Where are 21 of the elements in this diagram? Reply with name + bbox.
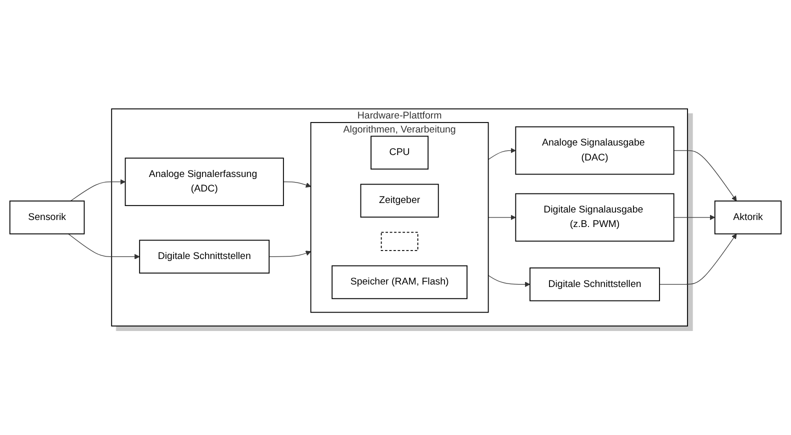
arrow [268,250,312,258]
node-box: Digitale Signalausgabe (z.B. PWM) [515,193,674,242]
node-box: Aktorik [714,200,782,234]
node-box: CPU [370,136,429,170]
arrow [488,148,516,160]
arrow [488,275,530,288]
arrow [283,182,312,188]
arrow [659,234,737,285]
node-box: Analoge Signalausgabe (DAC) [515,126,674,175]
arrow [68,234,140,260]
node-box: Analoge Signalerfassung (ADC) [124,158,284,206]
node-box: Speicher (RAM, Flash) [332,265,468,300]
arrow [674,214,716,220]
node-box: Sensorik [9,200,85,234]
node-box: Digitale Schnittstellen [530,268,660,302]
arrow [488,214,516,220]
node-box [380,232,418,252]
node-box: Zeitgeber [360,184,439,218]
arrow [674,150,737,202]
node-box: Digitale Schnittstellen [139,240,270,274]
arrow [70,179,126,202]
